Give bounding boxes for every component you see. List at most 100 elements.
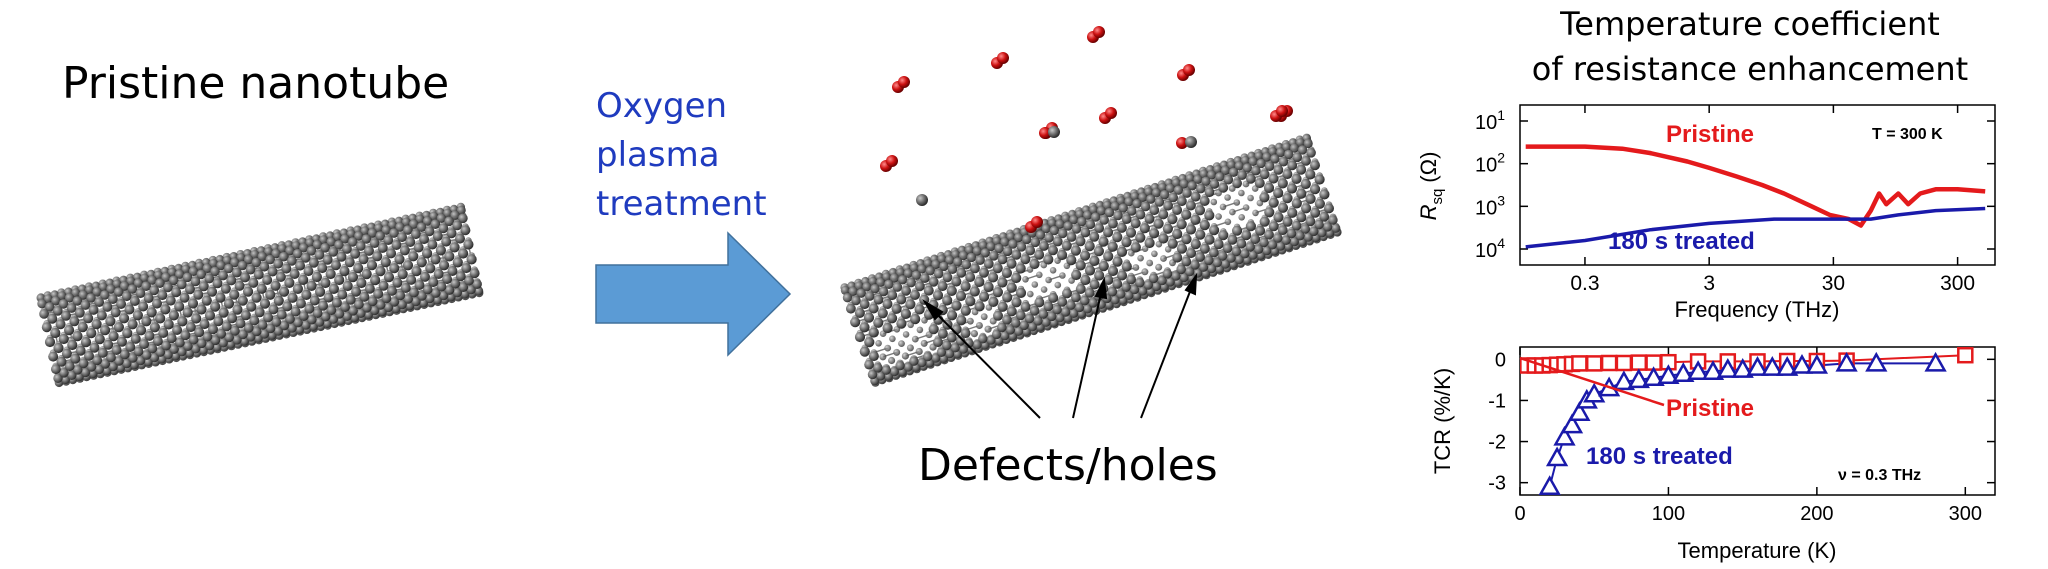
carbon-atom	[279, 251, 289, 262]
carbon-atom	[1141, 268, 1149, 276]
chart1-series	[1525, 144, 1986, 249]
carbon-atom	[1103, 251, 1114, 262]
carbon-atom	[1102, 200, 1112, 210]
carbon-atom	[1060, 307, 1071, 317]
carbon-atom	[1305, 169, 1316, 180]
carbon-atom	[1195, 229, 1206, 240]
carbon-atom	[947, 310, 958, 321]
carbon-atom	[230, 325, 240, 336]
carbon-atom	[975, 322, 983, 329]
carbon-atom	[1043, 301, 1054, 312]
carbon-atom	[130, 333, 141, 344]
carbon-atom	[389, 297, 400, 307]
carbon-atom	[1080, 227, 1091, 238]
carbon-atom	[1049, 267, 1057, 274]
carbon-atom	[1207, 264, 1217, 274]
carbon-atom	[1061, 240, 1072, 251]
carbon-atom	[135, 355, 146, 366]
carbon-atom	[1083, 210, 1093, 220]
carbon-atom	[1006, 232, 1016, 242]
carbon-atom	[859, 299, 870, 310]
carbon-atom	[422, 284, 433, 295]
carbon-atom	[868, 327, 879, 338]
carbon-atom	[1181, 209, 1192, 220]
carbon-atom	[928, 276, 939, 287]
carbon-atom	[1130, 242, 1141, 253]
carbon-atom	[906, 344, 914, 352]
carbon-atom	[392, 277, 403, 288]
carbon-atom	[1066, 255, 1077, 266]
carbon-atom	[1268, 147, 1278, 157]
carbon-atom	[282, 301, 293, 312]
carbon-atom	[854, 281, 864, 291]
carbon-atom	[942, 295, 953, 306]
carbon-atom	[991, 329, 1002, 340]
carbon-atom	[257, 320, 268, 330]
carbon-atom	[373, 288, 384, 299]
carbon-atom	[401, 217, 411, 227]
chart2-marker-treated	[1538, 475, 1561, 495]
carbon-atom	[127, 319, 138, 330]
carbon-atom	[1310, 160, 1320, 171]
carbon-atom	[262, 275, 273, 285]
carbon-atom	[1075, 209, 1085, 219]
carbon-atom	[1190, 239, 1201, 250]
tick-base: 10	[1475, 112, 1497, 134]
carbon-atom	[1138, 192, 1148, 202]
carbon-atom	[1242, 163, 1253, 173]
carbon-atom	[106, 352, 116, 363]
carbon-atom	[1259, 169, 1270, 180]
carbon-atom	[1002, 246, 1013, 257]
carbon-atom	[175, 337, 185, 348]
carbon-atom	[1296, 188, 1307, 199]
carbon-atom	[1121, 214, 1132, 225]
carbon-atom	[1071, 269, 1082, 281]
carbon-atom	[901, 352, 910, 360]
carbon-atom	[1085, 219, 1096, 230]
carbon-atom	[444, 251, 455, 262]
carbon-atom	[1167, 238, 1178, 249]
oxygen-atom	[997, 52, 1009, 64]
carbon-atom	[243, 286, 254, 297]
carbon-atom	[1181, 256, 1192, 267]
carbon-atom	[39, 309, 49, 319]
carbon-atom	[128, 353, 138, 363]
carbon-atom	[1222, 243, 1233, 254]
carbon-atom	[1287, 160, 1298, 171]
carbon-atom	[1162, 269, 1173, 279]
carbon-atom	[172, 325, 183, 335]
carbon-atom	[195, 261, 205, 271]
chart1-plot-frame	[1519, 104, 1996, 266]
carbon-atom	[1317, 228, 1327, 238]
carbon-atom	[340, 234, 350, 244]
carbon-atom	[972, 340, 982, 350]
carbon-atom	[366, 260, 378, 271]
carbon-atom	[1010, 318, 1021, 328]
carbon-atom	[1223, 174, 1234, 185]
carbon-atom	[1295, 231, 1305, 241]
carbon-atom	[951, 250, 961, 260]
carbon-atom	[447, 266, 458, 276]
carbon-atom	[1209, 225, 1220, 236]
carbon-atom	[850, 317, 861, 328]
carbon-atom	[271, 248, 281, 259]
carbon-atom	[442, 274, 453, 285]
carbon-atom	[1207, 170, 1217, 180]
oxygen-molecule	[991, 52, 1009, 69]
carbon-atom	[417, 291, 427, 301]
arrowhead	[922, 299, 944, 321]
carbon-atom	[57, 291, 67, 301]
carbon-atom	[1149, 228, 1160, 239]
carbon-atom	[400, 283, 411, 293]
carbon-atom	[1043, 254, 1054, 265]
carbon-atom	[236, 253, 246, 262]
carbon-atom	[397, 232, 407, 243]
carbon-atom	[406, 274, 417, 285]
carbon-atom	[1242, 204, 1250, 211]
carbon-atom	[1227, 160, 1236, 170]
carbon-atom	[931, 353, 941, 363]
carbon-atom	[1301, 203, 1312, 214]
carbon-atom	[409, 287, 419, 298]
chart-title: Temperature coefficient of resistance en…	[1500, 2, 2000, 92]
